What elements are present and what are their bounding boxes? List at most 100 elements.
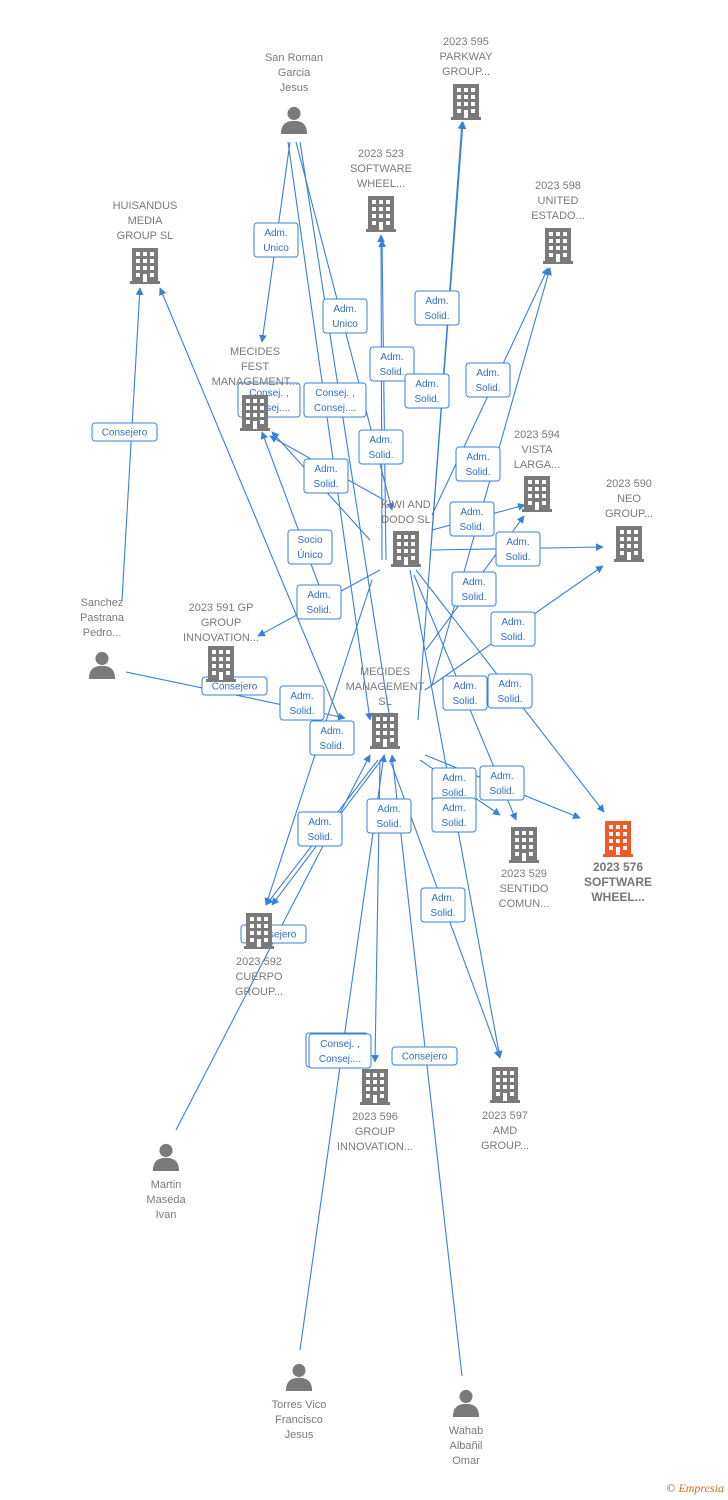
relationship-badge[interactable]: Adm.Solid. xyxy=(465,362,511,398)
company-node[interactable]: 2023 592CUERPOGROUP... xyxy=(235,913,283,998)
node-label: GROUP... xyxy=(481,1140,529,1152)
node-label: FEST xyxy=(241,361,269,373)
relationship-badge[interactable]: Adm.Solid. xyxy=(366,798,412,834)
relationship-badge[interactable]: Adm.Solid. xyxy=(414,290,460,326)
badge-text: Solid. xyxy=(489,786,514,797)
company-node[interactable]: 2023 596GROUPINNOVATION... xyxy=(337,1069,413,1153)
building-icon xyxy=(240,395,270,431)
badge-text: Único xyxy=(297,548,323,561)
node-label: GROUP SL xyxy=(117,230,174,242)
relationship-badge[interactable]: Adm.Solid. xyxy=(451,571,497,607)
badge-text: Solid. xyxy=(307,832,332,843)
relationship-badge[interactable]: Adm.Solid. xyxy=(279,685,325,721)
company-node[interactable]: 2023 594VISTALARGA... xyxy=(514,429,560,512)
relationship-badge[interactable]: Adm.Solid. xyxy=(442,675,488,711)
badge-text: Adm. xyxy=(501,617,524,628)
person-node[interactable]: SanchezPastranaPedro... xyxy=(80,597,125,679)
node-label: 2023 594 xyxy=(514,429,560,441)
node-label: MECIDES xyxy=(230,346,280,358)
badge-text: Unico xyxy=(263,243,289,254)
company-node[interactable]: 2023 523SOFTWAREWHEEL... xyxy=(350,148,412,232)
node-label: INNOVATION... xyxy=(183,632,259,644)
node-label: WHEEL... xyxy=(357,178,405,190)
company-node[interactable]: MECIDES FEST MANAGEMENT... xyxy=(212,346,299,431)
badge-text: Adm. xyxy=(476,368,499,379)
badge-text: Adm. xyxy=(314,464,337,475)
node-label: 2023 595 xyxy=(443,36,489,48)
company-node[interactable]: 2023 590NEOGROUP... xyxy=(605,478,653,562)
relationship-badge[interactable]: Adm.Solid. xyxy=(309,720,355,756)
company-node[interactable]: 2023 529SENTIDOCOMUN... xyxy=(499,827,550,910)
badge-text: Consej.... xyxy=(248,403,290,414)
node-label: Pastrana xyxy=(80,612,125,624)
badge-text: Consejero xyxy=(402,1052,448,1063)
relationship-badge[interactable]: Adm.Solid. xyxy=(431,797,477,833)
building-icon xyxy=(391,531,421,567)
company-node[interactable]: 2023 595PARKWAYGROUP... xyxy=(440,36,494,120)
empresia-logo[interactable]: Empresia xyxy=(678,1481,724,1495)
person-icon xyxy=(280,106,308,134)
relationship-badge[interactable]: Consej. ,Consej.... xyxy=(303,382,367,418)
relationship-badge[interactable]: Adm.Unico xyxy=(322,298,368,334)
building-icon xyxy=(490,1067,520,1103)
building-icon xyxy=(130,248,160,284)
node-label: 2023 596 xyxy=(352,1111,398,1123)
relationship-badge[interactable]: Adm.Solid. xyxy=(303,458,349,494)
copyright-symbol: © xyxy=(666,1481,676,1495)
company-node[interactable]: 2023 591 GPGROUPINNOVATION... xyxy=(183,602,259,682)
node-label: Pedro... xyxy=(83,627,122,639)
badge-text: Adm. xyxy=(320,726,343,737)
relationship-badge[interactable]: Consej. ,Consej.... xyxy=(308,1033,372,1069)
relationship-badge[interactable]: Adm.Solid. xyxy=(420,887,466,923)
relationship-badge[interactable]: Adm.Solid. xyxy=(296,584,342,620)
person-icon xyxy=(152,1143,180,1171)
relationship-badge[interactable]: Adm.Solid. xyxy=(487,673,533,709)
relationship-badge[interactable]: Adm.Solid. xyxy=(479,765,525,801)
relationship-edge xyxy=(378,239,387,561)
relationship-edge xyxy=(287,141,373,721)
badge-text: Adm. xyxy=(506,537,529,548)
node-label: MANAGEMENT... xyxy=(212,376,299,388)
node-label: NEO xyxy=(617,493,641,505)
node-label: COMUN... xyxy=(499,898,550,910)
relationship-badge[interactable]: Adm.Solid. xyxy=(495,531,541,567)
relationship-badge[interactable]: Adm.Solid. xyxy=(297,811,343,847)
building-icon xyxy=(244,913,274,949)
relationship-badge[interactable]: Adm.Solid. xyxy=(369,346,415,382)
node-label: KIWI AND xyxy=(381,499,431,511)
relationship-badge[interactable]: Adm.Unico xyxy=(253,222,299,258)
relationship-badge[interactable]: Adm.Solid. xyxy=(449,501,495,537)
badge-text: Adm. xyxy=(290,691,313,702)
badge-text: Consej. , xyxy=(320,1039,359,1050)
relationship-badge[interactable]: Consejero xyxy=(91,422,158,442)
node-label: MECIDES xyxy=(360,666,410,678)
node-label: Garcia xyxy=(278,67,311,79)
node-label: 2023 592 xyxy=(236,956,282,968)
company-node[interactable]: 2023 576SOFTWAREWHEEL... xyxy=(584,821,652,904)
relationship-badge[interactable]: Consejero xyxy=(391,1046,458,1066)
relationship-badge[interactable]: Adm.Solid. xyxy=(358,429,404,465)
person-icon xyxy=(285,1363,313,1391)
badge-text: Adm. xyxy=(380,352,403,363)
node-label: MANAGEMENT xyxy=(346,681,425,693)
person-icon xyxy=(452,1389,480,1417)
node-label: GROUP xyxy=(201,617,241,629)
company-node[interactable]: 2023 598UNITEDESTADO... xyxy=(531,180,585,264)
relationship-badge[interactable]: Adm.Solid. xyxy=(431,767,477,803)
company-node[interactable]: 2023 597AMDGROUP... xyxy=(481,1067,529,1152)
relationship-badge[interactable]: Adm.Solid. xyxy=(490,611,536,647)
relationship-badge[interactable]: Adm.Solid. xyxy=(455,446,501,482)
node-label: GROUP... xyxy=(605,508,653,520)
relationship-badge[interactable]: Adm.Solid. xyxy=(404,373,450,409)
node-label: HUISANDUS xyxy=(113,200,178,212)
badge-text: Adm. xyxy=(466,452,489,463)
node-label: SOFTWARE xyxy=(350,163,412,175)
